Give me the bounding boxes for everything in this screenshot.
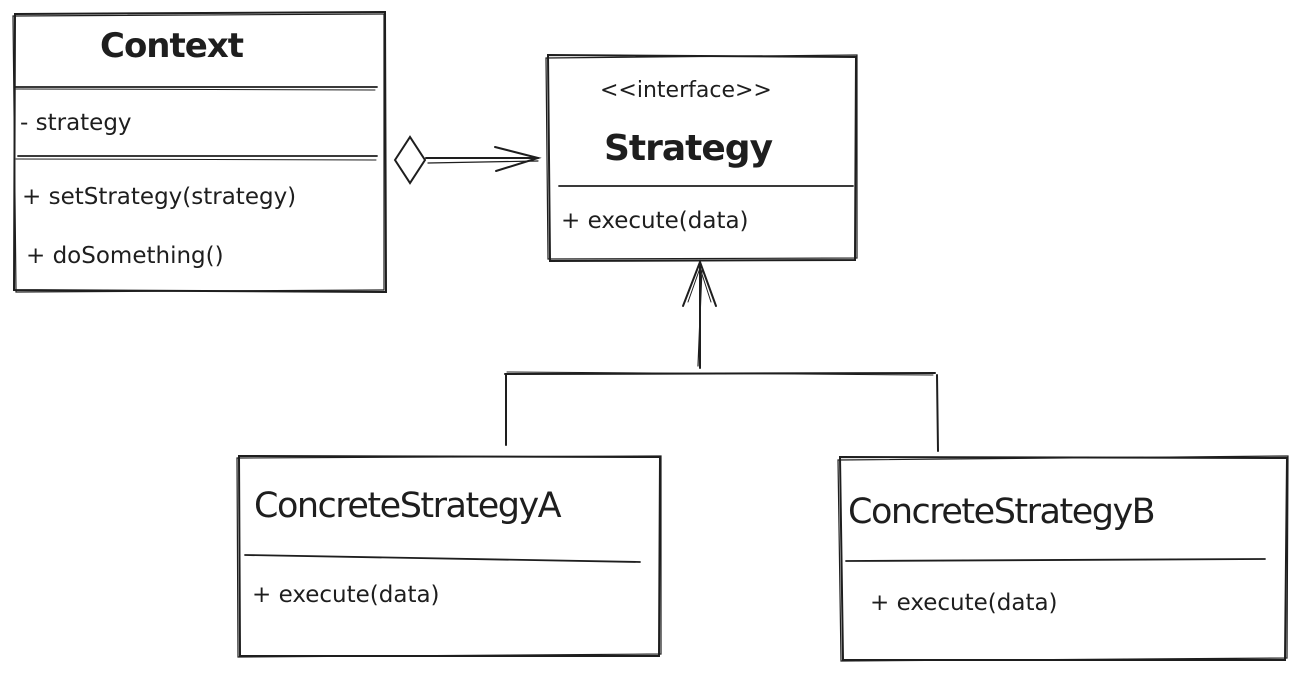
concrete-strategy-a-method-execute: + execute(data)	[252, 582, 440, 608]
strategy-interface-box[interactable]	[545, 53, 858, 263]
strategy-class-name: Strategy	[604, 128, 773, 169]
concrete-strategy-a-name: ConcreteStrategyA	[254, 486, 562, 526]
concrete-strategy-b-box[interactable]	[837, 455, 1289, 662]
context-attribute-strategy: - strategy	[20, 110, 132, 136]
concrete-strategy-b-name: ConcreteStrategyB	[848, 492, 1156, 532]
realization-arrowhead	[682, 259, 717, 307]
aggregation-diamond	[393, 135, 427, 185]
realization-connector	[504, 259, 939, 452]
context-class-box[interactable]	[12, 10, 388, 294]
concrete-strategy-a-box[interactable]	[236, 454, 662, 658]
concrete-strategy-b-method-execute: + execute(data)	[870, 590, 1058, 616]
strategy-stereotype: <<interface>>	[600, 78, 772, 103]
strategy-method-execute: + execute(data)	[561, 208, 749, 234]
context-method-do-something: + doSomething()	[26, 243, 224, 269]
aggregation-connector	[393, 135, 542, 185]
context-method-set-strategy: + setStrategy(strategy)	[22, 184, 297, 210]
context-class-name: Context	[100, 26, 244, 66]
